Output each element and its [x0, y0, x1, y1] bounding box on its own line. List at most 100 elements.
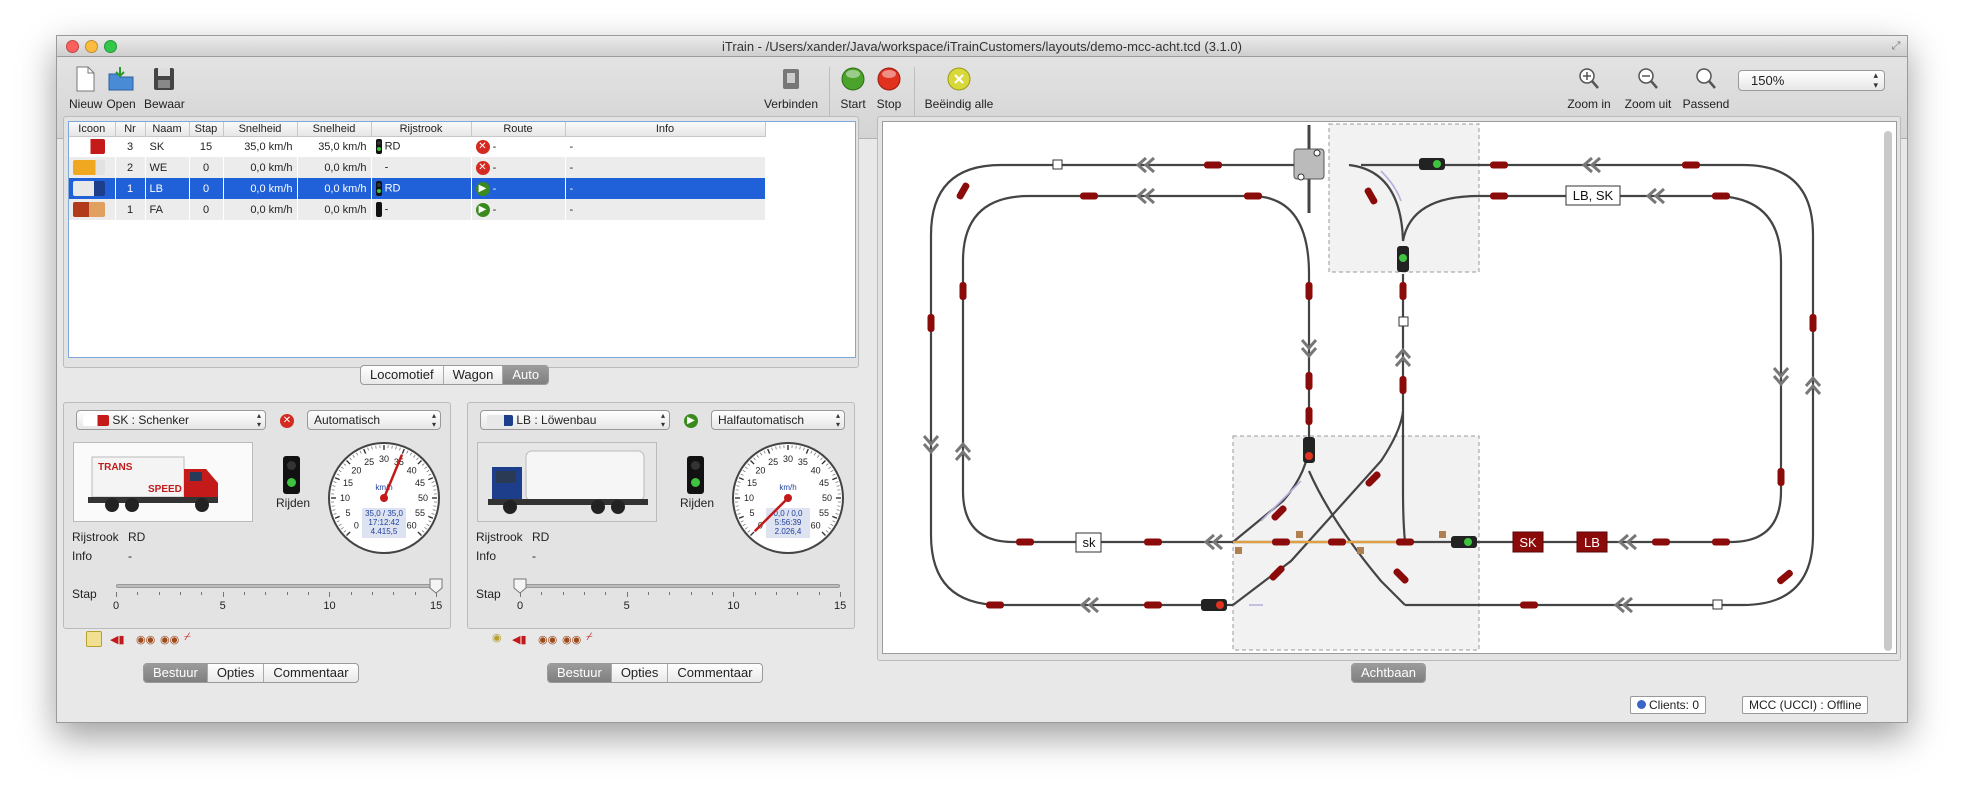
train-label-sk[interactable]: [1512, 531, 1544, 553]
indicator-right-icon[interactable]: ◉◉: [160, 634, 180, 646]
tab-locomotief[interactable]: Locomotief: [361, 366, 444, 384]
column-header-info[interactable]: Info: [565, 122, 766, 137]
window-title: iTrain - /Users/xander/Java/workspace/iT…: [722, 39, 1242, 54]
play-status-icon[interactable]: ▶: [475, 181, 490, 196]
turntable[interactable]: [1293, 125, 1325, 213]
open-button[interactable]: Open: [104, 65, 138, 111]
signal-icon: [375, 181, 382, 196]
gauge-minor-tick: [332, 485, 336, 487]
new-button[interactable]: Nieuw: [69, 65, 102, 111]
indicator-right-icon[interactable]: ◉◉: [562, 634, 582, 646]
stop-status-icon[interactable]: ✕: [280, 414, 294, 428]
stop-button[interactable]: Stop: [873, 65, 905, 111]
column-header-nr[interactable]: Nr: [115, 122, 146, 137]
tab-auto[interactable]: Auto: [503, 366, 549, 384]
cell-info: -: [565, 178, 766, 199]
vehicle-marker: [1777, 569, 1793, 585]
select-arrows-icon: ▴▾: [835, 411, 840, 429]
tab-bestuur[interactable]: Bestuur: [144, 664, 208, 682]
vehicle-markers: [927, 161, 1817, 609]
table-row[interactable]: 2 WE 0 0,0 km/h 0,0 km/h - ✕ - -: [69, 157, 766, 178]
zoom-fit-icon: [1681, 65, 1731, 93]
slider-minor-tick: [180, 592, 181, 595]
mode-select-right[interactable]: Halfautomatisch ▴▾: [711, 410, 845, 430]
block-label-lb-sk[interactable]: [1565, 185, 1621, 206]
close-window-button[interactable]: [66, 40, 79, 53]
light-icon[interactable]: ◉: [492, 632, 502, 644]
gauge-minor-tick: [371, 446, 373, 450]
gauge-tick: [417, 531, 422, 536]
slider-minor-tick: [414, 592, 416, 595]
cell-lane: -: [371, 157, 472, 178]
column-header-naam[interactable]: Naam: [145, 122, 190, 137]
block-label-sk[interactable]: [1075, 532, 1102, 553]
end-all-button[interactable]: Beëindig alle: [924, 65, 994, 111]
slider-track[interactable]: [116, 584, 436, 588]
light-icon[interactable]: [86, 631, 102, 647]
stop-status-icon[interactable]: ✕: [475, 139, 490, 154]
vehicle-select-left[interactable]: SK : Schenker ▴▾: [76, 410, 266, 430]
fit-button[interactable]: Passend: [1681, 65, 1731, 111]
horn-icon[interactable]: ◀▮: [512, 634, 527, 646]
indicator-left-icon[interactable]: ◉◉: [136, 634, 156, 646]
fullscreen-icon[interactable]: ⤢: [1891, 40, 1901, 52]
slider-tick-label: 5: [219, 600, 226, 612]
play-status-icon[interactable]: ▶: [475, 202, 490, 217]
slider-thumb[interactable]: [429, 578, 443, 594]
cell-speed: 0,0 km/h: [223, 178, 298, 199]
track-layout-view[interactable]: LB, SK sk SK LB: [882, 121, 1897, 654]
train-label-lb-text: LB: [1584, 535, 1600, 550]
save-button[interactable]: Bewaar: [144, 65, 185, 111]
function-x-icon[interactable]: ⌿: [586, 631, 593, 643]
horn-icon[interactable]: ◀▮: [110, 634, 125, 646]
column-header-icoon[interactable]: Icoon: [69, 122, 116, 137]
vehicle-marker: [1305, 407, 1313, 425]
gauge-minor-tick: [424, 527, 428, 530]
slider-thumb[interactable]: [513, 578, 527, 594]
tab-commentaar[interactable]: Commentaar: [677, 665, 753, 680]
column-header-snelheid-2[interactable]: Snelheid: [297, 122, 372, 137]
minimize-window-button[interactable]: [85, 40, 98, 53]
tab-opties[interactable]: Opties: [612, 664, 669, 682]
gauge-minor-tick: [333, 481, 337, 483]
table-row[interactable]: 1 FA 0 0,0 km/h 0,0 km/h - ▶ - -: [69, 199, 766, 220]
direction-arrow-icon: [1135, 156, 1155, 174]
lane-label: Rijstrook: [476, 530, 523, 544]
column-header-stap[interactable]: Stap: [189, 122, 224, 137]
zoom-window-button[interactable]: [104, 40, 117, 53]
slider-track[interactable]: [520, 584, 840, 588]
vehicle-marker: [1144, 601, 1162, 609]
column-header-route[interactable]: Route: [471, 122, 566, 137]
start-button[interactable]: Start: [837, 65, 869, 111]
function-x-icon[interactable]: ⌿: [184, 631, 191, 643]
direction-arrow-icon: [1394, 347, 1412, 367]
zoom-level-select[interactable]: 150% ▴▾: [1738, 70, 1885, 91]
column-header-snelheid[interactable]: Snelheid: [223, 122, 298, 137]
connect-button[interactable]: Verbinden: [763, 65, 819, 111]
play-status-icon[interactable]: ▶: [684, 414, 698, 428]
indicator-left-icon[interactable]: ◉◉: [538, 634, 558, 646]
cell-speed: 35,0 km/h: [223, 136, 298, 157]
mode-select-left[interactable]: Automatisch ▴▾: [307, 410, 441, 430]
tab-wagon[interactable]: Wagon: [444, 366, 504, 384]
stop-status-icon[interactable]: ✕: [475, 160, 490, 175]
tab-commentaar[interactable]: Commentaar: [273, 665, 349, 680]
tab-bestuur[interactable]: Bestuur: [548, 664, 612, 682]
table-row-selected[interactable]: 1 LB 0 0,0 km/h 0,0 km/h RD ▶ - -: [69, 178, 766, 199]
vertical-scrollbar[interactable]: [1884, 131, 1892, 651]
column-header-rijstrook[interactable]: Rijstrook: [371, 122, 472, 137]
tab-opties[interactable]: Opties: [208, 664, 265, 682]
slider-tick: [840, 592, 841, 597]
zoom-in-button[interactable]: Zoom in: [1563, 65, 1615, 111]
table-row[interactable]: 3 SK 15 35,0 km/h 35,0 km/h RD ✕ - -: [69, 136, 766, 157]
gauge-tick-label: 20: [755, 465, 765, 475]
cell-naam: SK: [145, 136, 190, 157]
zoom-out-button[interactable]: Zoom uit: [1619, 65, 1677, 111]
clients-status: Clients: 0: [1630, 696, 1707, 714]
train-label-lb[interactable]: [1576, 531, 1608, 553]
tab-achtbaan[interactable]: Achtbaan: [1352, 664, 1425, 682]
gauge-minor-tick: [742, 523, 746, 526]
info-label: Info: [72, 549, 93, 563]
cell-nr: 2: [115, 157, 146, 178]
vehicle-select-right[interactable]: LB : Löwenbau ▴▾: [480, 410, 670, 430]
